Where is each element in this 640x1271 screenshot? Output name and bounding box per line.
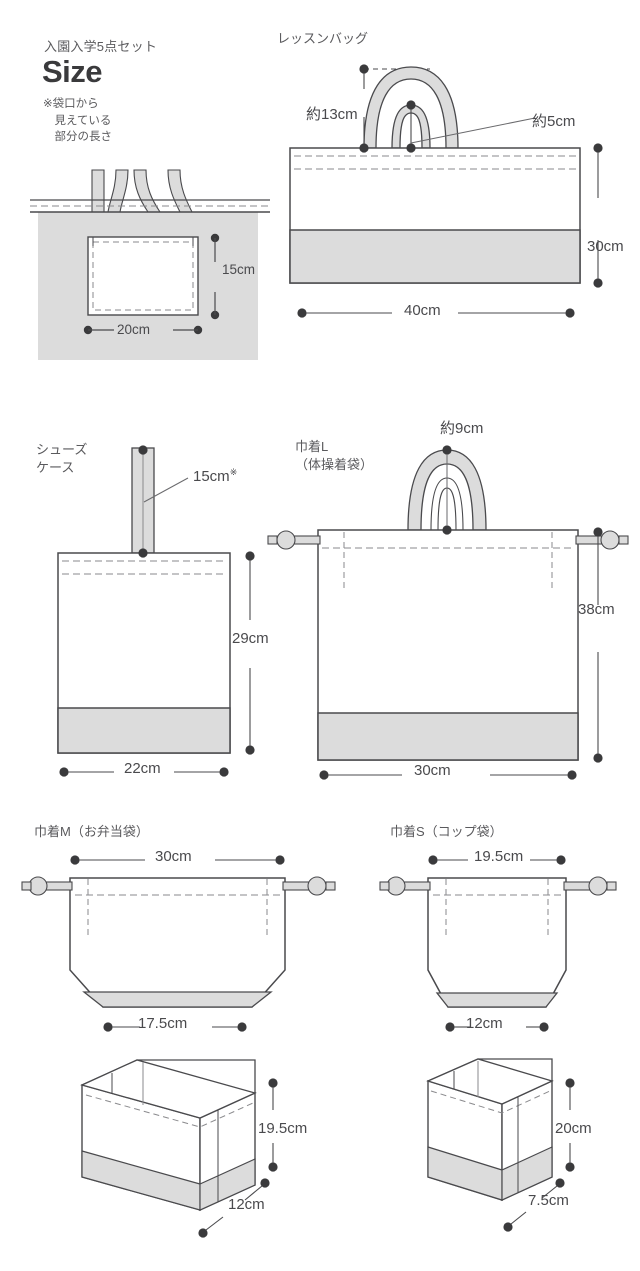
kinchaku-l-height-dimension — [593, 527, 603, 763]
kinchaku-s-drawstring-left — [379, 876, 431, 896]
pocket-width-label: 20cm — [117, 322, 151, 337]
s-box-opening — [426, 1058, 554, 1105]
shoes-case-width-dimension — [59, 767, 229, 777]
kinchaku-m-3d-diagram — [55, 1055, 345, 1255]
kinchaku-l-handle-label: 約9cm — [440, 420, 484, 437]
kinchaku-m-drawstring-left — [21, 876, 73, 896]
shoes-case-width-label: 22cm — [124, 760, 161, 777]
lesson-bag-height-dimension — [593, 143, 603, 288]
pocket-detail-diagram — [30, 169, 270, 370]
kinchaku-s-drawstring-right — [563, 876, 617, 896]
s-box-height-label: 20cm — [555, 1120, 592, 1137]
kinchaku-m-top-width-label: 30cm — [155, 848, 192, 865]
kinchaku-s-top-width-dimension — [428, 855, 566, 865]
kinchaku-s-bottom-width-dimension — [445, 1022, 549, 1032]
pocket-shape — [87, 236, 199, 316]
lesson-bag-title: レッスンバッグ — [277, 31, 369, 46]
handle-inner-dimension — [406, 100, 536, 153]
header-subtitle: 入園入学5点セット — [44, 39, 158, 54]
kinchaku-l-title: 巾着L （体操着袋） — [295, 439, 374, 472]
kinchaku-m-drawstring-right — [282, 876, 336, 896]
m-box-opening — [80, 1059, 257, 1119]
kinchaku-m-bottom-band — [82, 991, 273, 1008]
kinchaku-s-top-width-label: 19.5cm — [474, 848, 524, 865]
strap-dot-bottom — [138, 548, 148, 558]
pocket-width-dimension — [83, 325, 203, 335]
shoes-case-diagram — [40, 440, 270, 780]
pocket-height-dimension — [210, 233, 220, 320]
kinchaku-m-bottom-width-label: 17.5cm — [138, 1015, 188, 1032]
lesson-bag-width-dimension — [297, 308, 575, 318]
s-box-height-dimension — [565, 1078, 575, 1172]
strap-dot-top — [138, 445, 148, 455]
m-box-depth-dimension — [198, 1178, 270, 1238]
shoes-case-height-label: 29cm — [232, 630, 269, 647]
m-box-height-label: 19.5cm — [258, 1120, 308, 1137]
shoes-case-title: シューズ ケース — [36, 442, 88, 475]
kinchaku-s-3d-diagram — [400, 1055, 640, 1255]
m-box-height-dimension — [268, 1078, 278, 1172]
kinchaku-s-body — [427, 877, 567, 1008]
shoes-case-height-dimension — [245, 551, 255, 755]
kinchaku-s-bottom-band — [435, 992, 559, 1008]
shoes-case-strap-label: 15cm※ — [193, 467, 238, 485]
m-box-side-band — [199, 1158, 256, 1211]
handle-outer-dimension — [359, 64, 369, 153]
kinchaku-l-handle-dimension — [442, 445, 452, 535]
kinchaku-m-top-width-dimension — [70, 855, 285, 865]
kinchaku-l-drawstring-right — [575, 530, 629, 550]
pocket-height-label: 15cm — [222, 262, 256, 277]
kinchaku-s-flat-diagram — [378, 845, 638, 1035]
m-box-depth-label: 12cm — [228, 1196, 265, 1213]
s-box-depth-dimension — [503, 1178, 565, 1232]
kinchaku-l-diagram — [267, 420, 629, 780]
lesson-bag-handle-outer-label: 約13cm — [306, 106, 358, 123]
strap-note-mark: ※ — [229, 467, 238, 477]
lesson-bag-diagram — [280, 55, 620, 385]
kinchaku-l-drawstring-left — [267, 530, 321, 550]
lesson-bag-handle-inner-label: 約5cm — [532, 113, 576, 130]
kinchaku-l-height-label: 38cm — [578, 601, 615, 618]
kinchaku-l-bottom-band — [317, 712, 579, 761]
kinchaku-m-bottom-width-dimension — [103, 1022, 247, 1032]
kinchaku-m-flat-diagram — [20, 845, 340, 1035]
s-box-depth-label: 7.5cm — [528, 1192, 569, 1209]
kinchaku-m-body — [69, 877, 286, 1008]
kinchaku-s-bottom-width-label: 12cm — [466, 1015, 503, 1032]
kinchaku-l-width-dimension — [319, 770, 577, 780]
kinchaku-m-title: 巾着M（お弁当袋） — [34, 824, 149, 839]
shoes-case-bottom-band — [57, 707, 231, 754]
header-note: ※袋口から 見えている 部分の長さ — [43, 98, 112, 144]
kinchaku-l-width-label: 30cm — [414, 762, 451, 779]
lesson-bag-width-label: 40cm — [404, 302, 441, 319]
s-box-side-band — [501, 1146, 553, 1201]
kinchaku-s-title: 巾着S（コップ袋） — [390, 824, 503, 839]
page-title: Size — [42, 54, 103, 89]
lesson-bag-height-label: 30cm — [587, 238, 624, 255]
lesson-bag-bottom-band — [289, 229, 581, 284]
